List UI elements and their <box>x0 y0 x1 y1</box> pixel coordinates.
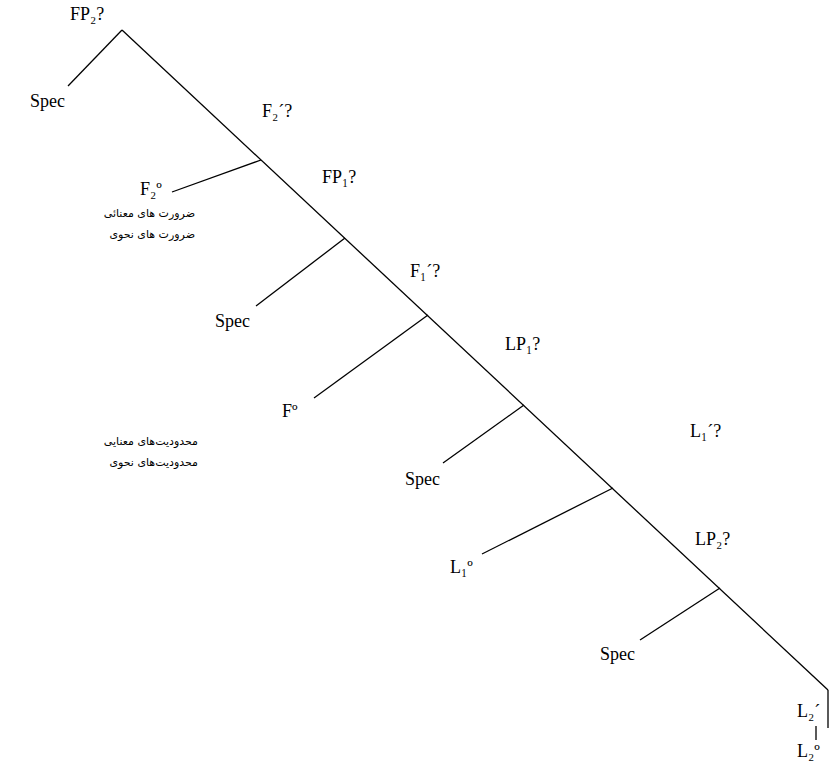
head-branch <box>172 160 261 192</box>
annotation-note: ضرورت های نحوی <box>109 229 195 241</box>
spec-branch <box>443 405 524 463</box>
node-label: L₂´ <box>797 702 820 722</box>
node-label: LP₁? <box>505 335 540 355</box>
node-label: Spec <box>215 312 250 332</box>
node-label: FP₂? <box>70 5 104 25</box>
node-label: FP₁? <box>322 168 356 188</box>
annotation-note: ضرورت های معنائی <box>104 208 195 220</box>
node-label: F₂´? <box>262 102 292 122</box>
node-label: Spec <box>600 645 635 665</box>
spec-branch <box>256 238 345 306</box>
annotation-note: محدودیت‌های نحوی <box>109 457 198 469</box>
node-label: F₂º <box>140 180 162 200</box>
bar-branch <box>827 690 828 728</box>
node-label: Spec <box>30 92 65 112</box>
head-branch <box>815 726 816 740</box>
node-label: L₁´? <box>690 422 721 442</box>
node-label: L₁º <box>450 558 473 578</box>
node-label: L₂º <box>797 742 820 762</box>
spec-branch <box>640 588 720 640</box>
node-label: LP₂? <box>695 530 730 550</box>
head-branch <box>314 315 428 398</box>
node-label: Fº <box>282 402 298 422</box>
annotation-note: محدودیت‌های معنایی <box>104 436 198 448</box>
node-label: F₁´? <box>410 262 440 282</box>
spine-branch <box>122 30 828 690</box>
head-branch <box>482 488 613 554</box>
spec-branch <box>68 30 122 86</box>
node-label: Spec <box>405 470 440 490</box>
